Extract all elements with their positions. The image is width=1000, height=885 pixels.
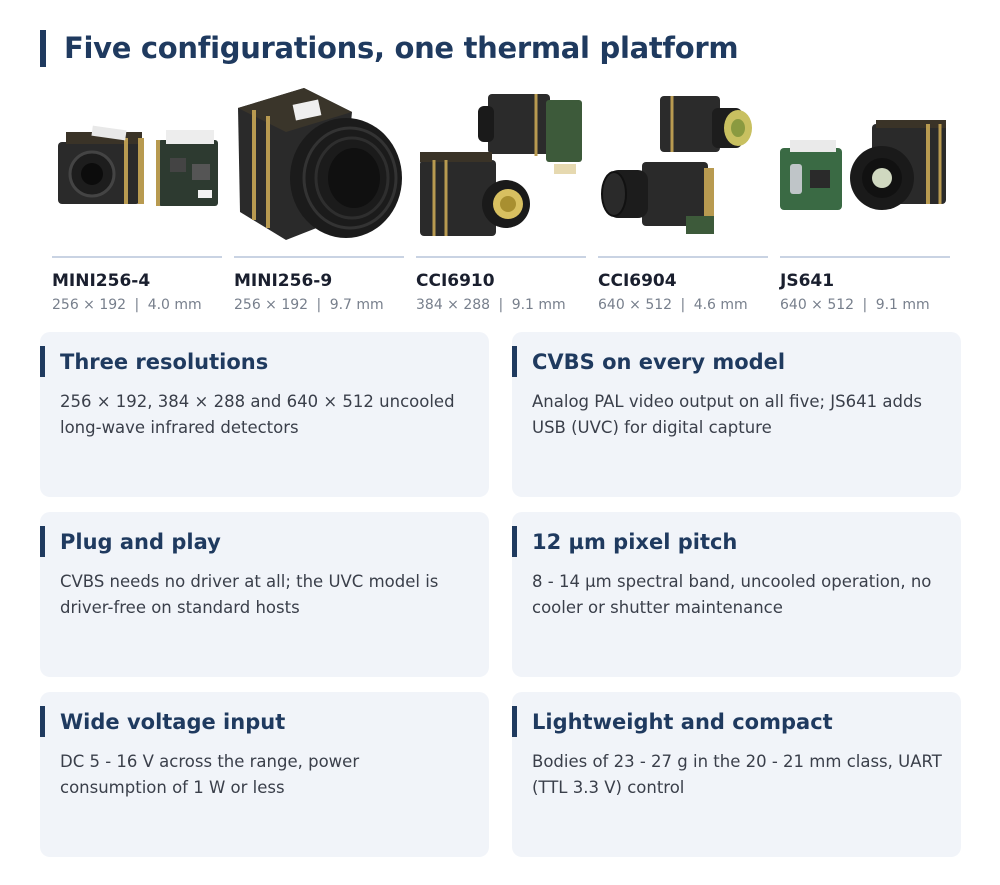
- product-cci6910[interactable]: CCI6910 384 × 288 | 9.1 mm: [416, 80, 586, 313]
- product-mini256-9[interactable]: MINI256-9 256 × 192 | 9.7 mm: [234, 80, 404, 313]
- product-divider: [52, 256, 222, 258]
- feature-description: Analog PAL video output on all five; JS6…: [532, 392, 923, 437]
- spec-separator: |: [134, 297, 140, 313]
- product-resolution: 384 × 288: [416, 297, 491, 313]
- product-name: MINI256-9: [234, 271, 333, 291]
- product-spec: 640 × 512 | 4.6 mm: [598, 297, 768, 313]
- feature-description: Bodies of 23 - 27 g in the 20 - 21 mm cl…: [532, 752, 942, 797]
- spec-separator: |: [498, 297, 504, 313]
- feature-description: DC 5 - 16 V across the range, power cons…: [60, 752, 360, 797]
- feature-card-resolutions: Three resolutions 256 × 192, 384 × 288 a…: [40, 332, 489, 497]
- feature-card-lightweight: Lightweight and compact Bodies of 23 - 2…: [512, 692, 961, 857]
- cci6904-camera-image: [598, 80, 768, 256]
- feature-title: CVBS on every model: [532, 350, 786, 374]
- feature-title: Three resolutions: [60, 350, 269, 374]
- product-divider: [234, 256, 404, 258]
- feature-title: 12 µm pixel pitch: [532, 530, 738, 554]
- product-mini256-4[interactable]: MINI256-4 256 × 192 | 4.0 mm: [52, 80, 222, 313]
- product-lens: 9.1 mm: [875, 297, 930, 313]
- feature-card-plug-and-play: Plug and play CVBS needs no driver at al…: [40, 512, 489, 677]
- product-spec: 256 × 192 | 4.0 mm: [52, 297, 222, 313]
- product-resolution: 640 × 512: [598, 297, 673, 313]
- product-divider: [416, 256, 586, 258]
- spec-separator: |: [862, 297, 868, 313]
- product-spec: 256 × 192 | 9.7 mm: [234, 297, 404, 313]
- card-accent-bar: [40, 346, 45, 377]
- product-js641[interactable]: JS641 640 × 512 | 9.1 mm: [780, 80, 950, 313]
- mini256-4-camera-image: [52, 80, 222, 256]
- spec-separator: |: [680, 297, 686, 313]
- card-accent-bar: [512, 526, 517, 557]
- product-lens: 9.7 mm: [329, 297, 384, 313]
- cci6910-camera-image: [416, 80, 586, 256]
- feature-card-pixel-pitch: 12 µm pixel pitch 8 - 14 µm spectral ban…: [512, 512, 961, 677]
- product-resolution: 256 × 192: [52, 297, 127, 313]
- product-divider: [598, 256, 768, 258]
- feature-description: 8 - 14 µm spectral band, uncooled operat…: [532, 572, 932, 617]
- feature-description: CVBS needs no driver at all; the UVC mod…: [60, 572, 439, 617]
- feature-card-voltage: Wide voltage input DC 5 - 16 V across th…: [40, 692, 489, 857]
- product-resolution: 256 × 192: [234, 297, 309, 313]
- product-name: CCI6904: [598, 271, 677, 291]
- spec-separator: |: [316, 297, 322, 313]
- product-spec: 640 × 512 | 9.1 mm: [780, 297, 950, 313]
- feature-description: 256 × 192, 384 × 288 and 640 × 512 uncoo…: [60, 392, 455, 437]
- mini256-9-camera-image: [234, 80, 404, 256]
- product-resolution: 640 × 512: [780, 297, 855, 313]
- product-lens: 4.6 mm: [693, 297, 748, 313]
- feature-title: Wide voltage input: [60, 710, 286, 734]
- page-title: Five configurations, one thermal platfor…: [40, 30, 739, 67]
- feature-card-cvbs: CVBS on every model Analog PAL video out…: [512, 332, 961, 497]
- card-accent-bar: [40, 706, 45, 737]
- card-accent-bar: [512, 706, 517, 737]
- card-accent-bar: [512, 346, 517, 377]
- feature-title: Plug and play: [60, 530, 221, 554]
- feature-title: Lightweight and compact: [532, 710, 833, 734]
- product-spec: 384 × 288 | 9.1 mm: [416, 297, 586, 313]
- js641-camera-image: [780, 80, 950, 256]
- product-lens: 9.1 mm: [511, 297, 566, 313]
- product-name: MINI256-4: [52, 271, 151, 291]
- product-lens: 4.0 mm: [147, 297, 202, 313]
- product-name: JS641: [780, 271, 835, 291]
- product-divider: [780, 256, 950, 258]
- product-cci6904[interactable]: CCI6904 640 × 512 | 4.6 mm: [598, 80, 768, 313]
- product-name: CCI6910: [416, 271, 495, 291]
- card-accent-bar: [40, 526, 45, 557]
